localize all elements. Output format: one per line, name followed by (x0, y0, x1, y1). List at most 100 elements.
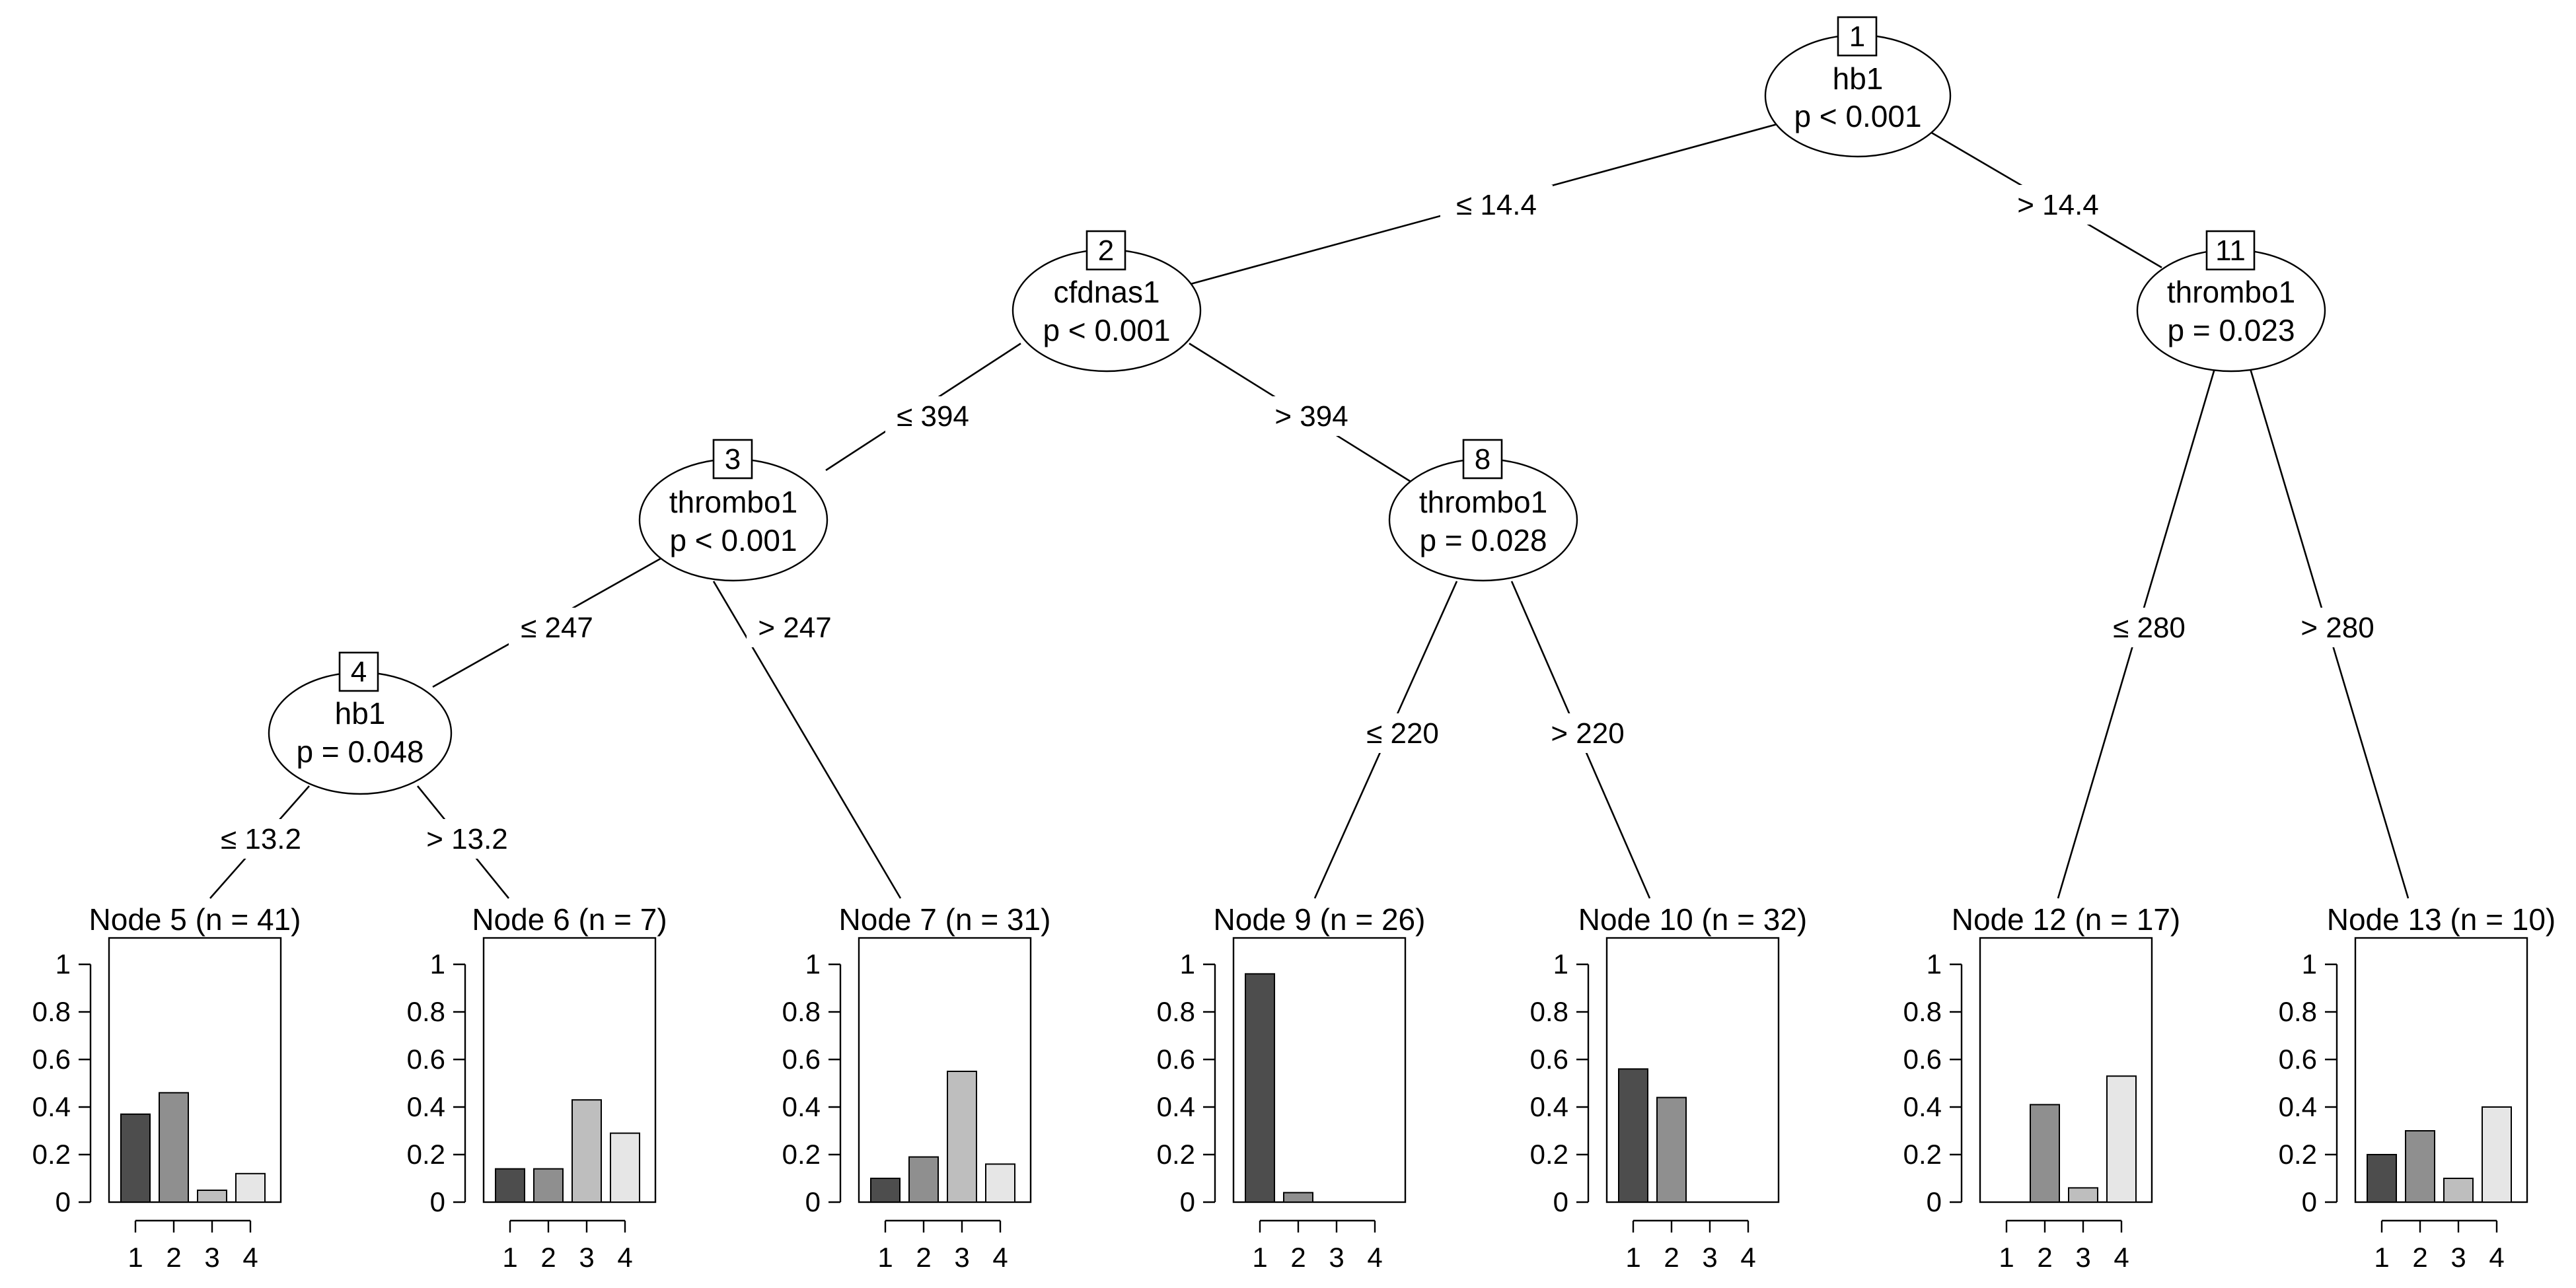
svg-text:> 247: > 247 (758, 612, 831, 644)
svg-text:≤ 220: ≤ 220 (1366, 717, 1439, 750)
x-tick-label: 1 (2374, 1242, 2389, 1273)
terminal-node-title: Node 10 (n = 32) (1578, 902, 1808, 937)
svg-text:> 14.4: > 14.4 (2017, 189, 2099, 221)
y-tick-label: 0.6 (2279, 1044, 2317, 1075)
y-tick-label: 0.8 (1530, 996, 1568, 1027)
y-tick-label: 0 (1553, 1186, 1568, 1217)
x-tick-label: 3 (579, 1242, 594, 1273)
node-p-value: p < 0.001 (1794, 99, 1921, 133)
y-tick-label: 0 (430, 1186, 445, 1217)
y-tick-label: 0.6 (782, 1044, 821, 1075)
y-tick-label: 0.4 (1903, 1091, 1942, 1122)
x-tick-label: 2 (916, 1242, 931, 1273)
y-tick-label: 1 (1180, 948, 1195, 980)
y-tick-label: 0.8 (1903, 996, 1942, 1027)
y-tick-label: 0 (1927, 1186, 1942, 1217)
node-id-box (1462, 439, 1503, 480)
x-tick-label: 1 (877, 1242, 893, 1273)
node-p-value: p = 0.048 (296, 734, 423, 769)
edge-label-2-left: ≤ 394 (885, 396, 981, 436)
node-variable: hb1 (335, 696, 386, 731)
node-id: 8 (1475, 443, 1490, 476)
node-p-value: p = 0.023 (2167, 313, 2295, 347)
terminal-node-title: Node 5 (n = 41) (89, 902, 301, 937)
y-tick-label: 0.4 (782, 1091, 821, 1122)
x-tick-label: 1 (128, 1242, 143, 1273)
x-tick-label: 3 (1329, 1242, 1344, 1273)
node-id-box (1086, 230, 1126, 271)
edge-label-8-right: > 220 (1539, 713, 1635, 753)
edge-label-3-right: > 247 (747, 608, 842, 647)
svg-text:≤ 14.4: ≤ 14.4 (1456, 189, 1537, 221)
x-tick-label: 4 (242, 1242, 258, 1273)
edge-labels: ≤ 14.4 > 14.4 ≤ 394 > 394 ≤ 247 > 247 ≤ … (205, 185, 2385, 859)
bar-category-2 (159, 1092, 189, 1203)
y-tick-label: 0.4 (407, 1091, 445, 1122)
bar-category-1 (495, 1168, 525, 1203)
y-tick-label: 1 (430, 948, 445, 980)
x-tick-label: 3 (204, 1242, 219, 1273)
x-tick-label: 2 (2412, 1242, 2427, 1273)
bar-category-4 (985, 1163, 1015, 1203)
edge-label-1-right: > 14.4 (2002, 185, 2114, 225)
node-p-value: p < 0.001 (1043, 313, 1170, 347)
y-tick-label: 0.4 (2279, 1091, 2317, 1122)
y-tick-label: 0.2 (782, 1139, 821, 1170)
y-tick-label: 0.8 (1157, 996, 1195, 1027)
y-tick-label: 0.6 (1903, 1044, 1942, 1075)
terminal-node-title: Node 12 (n = 17) (1952, 902, 2181, 937)
tree-edges (209, 119, 2410, 899)
svg-text:≤ 247: ≤ 247 (521, 612, 593, 644)
inner-node-8: 8 thrombo1 p = 0.028 (1388, 439, 1578, 582)
x-tick-label: 3 (1702, 1242, 1717, 1273)
x-tick-label: 4 (2489, 1242, 2504, 1273)
terminal-node-title: Node 9 (n = 26) (1214, 902, 1426, 937)
node-id-box (2205, 230, 2256, 271)
edge-label-4-right: > 13.2 (411, 819, 523, 859)
x-tick-label: 3 (2075, 1242, 2090, 1273)
node-id: 4 (351, 656, 367, 688)
y-tick-label: 0.2 (407, 1139, 445, 1170)
terminal-plot-box (858, 937, 1032, 1203)
y-tick-label: 0 (55, 1186, 71, 1217)
edge-label-11-left: ≤ 280 (2101, 608, 2197, 647)
x-tick-label: 4 (2114, 1242, 2129, 1273)
y-tick-label: 1 (2302, 948, 2317, 980)
bar-category-4 (235, 1172, 266, 1203)
edge-label-3-left: ≤ 247 (509, 608, 605, 647)
inner-node-4: 4 hb1 p = 0.048 (268, 651, 453, 795)
bar-category-3 (947, 1071, 977, 1203)
y-tick-label: 1 (1927, 948, 1942, 980)
bar-category-3 (2443, 1178, 2474, 1203)
edge-label-11-right: > 280 (2289, 608, 2385, 647)
node-variable: thrombo1 (2167, 275, 2295, 309)
y-tick-label: 0 (805, 1186, 821, 1217)
edge-label-1-left: ≤ 14.4 (1440, 185, 1553, 225)
node-variable: cfdnas1 (1053, 275, 1159, 309)
bar-category-2 (1656, 1096, 1687, 1203)
node-p-value: p < 0.001 (669, 523, 797, 557)
terminal-plot-box (108, 937, 282, 1203)
node-p-value: p = 0.028 (1419, 523, 1547, 557)
svg-text:> 13.2: > 13.2 (426, 823, 508, 855)
x-tick-label: 1 (1252, 1242, 1267, 1273)
x-tick-label: 2 (540, 1242, 556, 1273)
y-tick-label: 0.2 (2279, 1139, 2317, 1170)
x-tick-label: 4 (1740, 1242, 1755, 1273)
inner-node-2: 2 cfdnas1 p < 0.001 (1012, 230, 1202, 373)
y-tick-label: 1 (55, 948, 71, 980)
node-id: 1 (1849, 20, 1865, 53)
svg-text:≤ 13.2: ≤ 13.2 (221, 823, 301, 855)
y-tick-label: 0 (1180, 1186, 1195, 1217)
node-id: 11 (2215, 234, 2246, 267)
x-tick-label: 1 (1625, 1242, 1640, 1273)
bar-category-1 (1245, 973, 1275, 1203)
bar-category-2 (533, 1168, 564, 1203)
bar-category-2 (2405, 1130, 2435, 1203)
y-tick-label: 0.4 (1530, 1091, 1568, 1122)
